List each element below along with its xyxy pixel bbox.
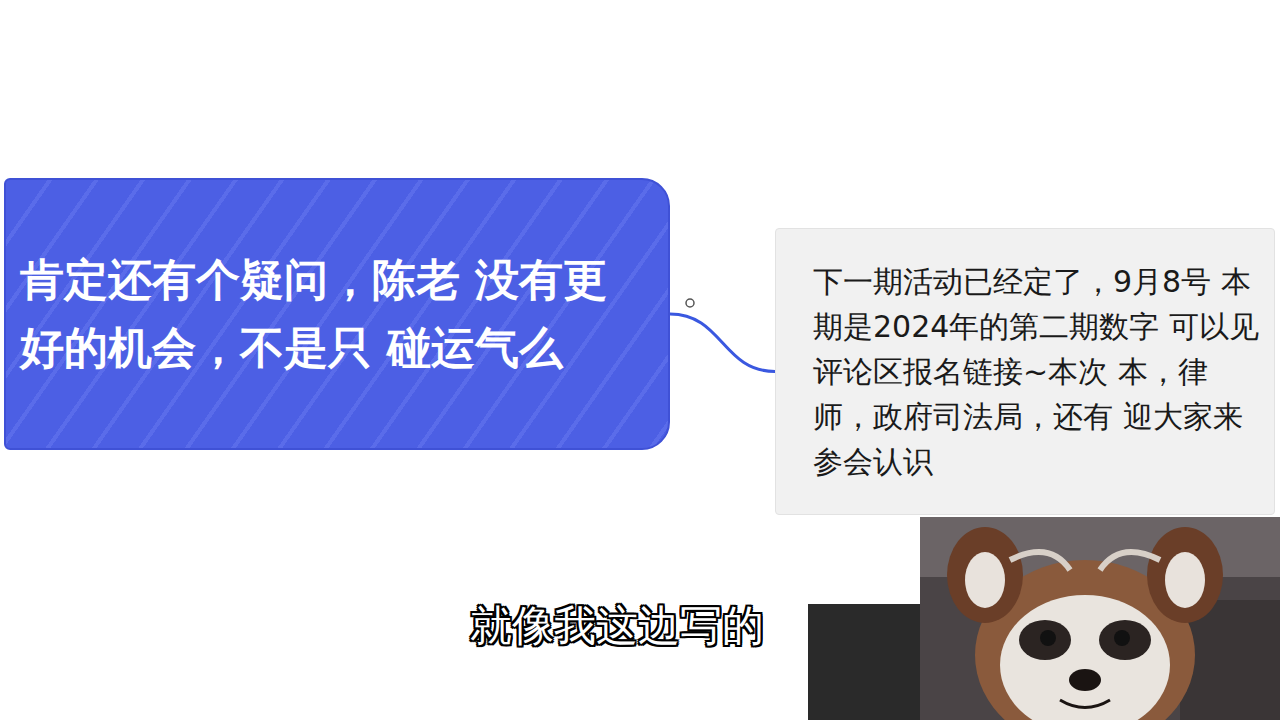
subtitle: 就像我这边写的 — [470, 598, 764, 654]
red-panda-illustration — [920, 517, 1280, 720]
cursor-dot — [686, 299, 694, 307]
node-text: 下一期活动已经定了，9月8号 本期是2024年的第二期数字 可以见评论区报名链接… — [813, 259, 1260, 484]
connector — [670, 314, 775, 372]
dark-patch — [808, 604, 923, 720]
note-box: 下一期活动已经定了，9月8号 本期是2024年的第二期数字 可以见评论区报名链接… — [775, 228, 1275, 515]
node-text: 肯定还有个疑问，陈老 没有更好的机会，不是只 碰运气么 — [20, 246, 644, 382]
question-box: 肯定还有个疑问，陈老 没有更好的机会，不是只 碰运气么 — [4, 178, 670, 450]
